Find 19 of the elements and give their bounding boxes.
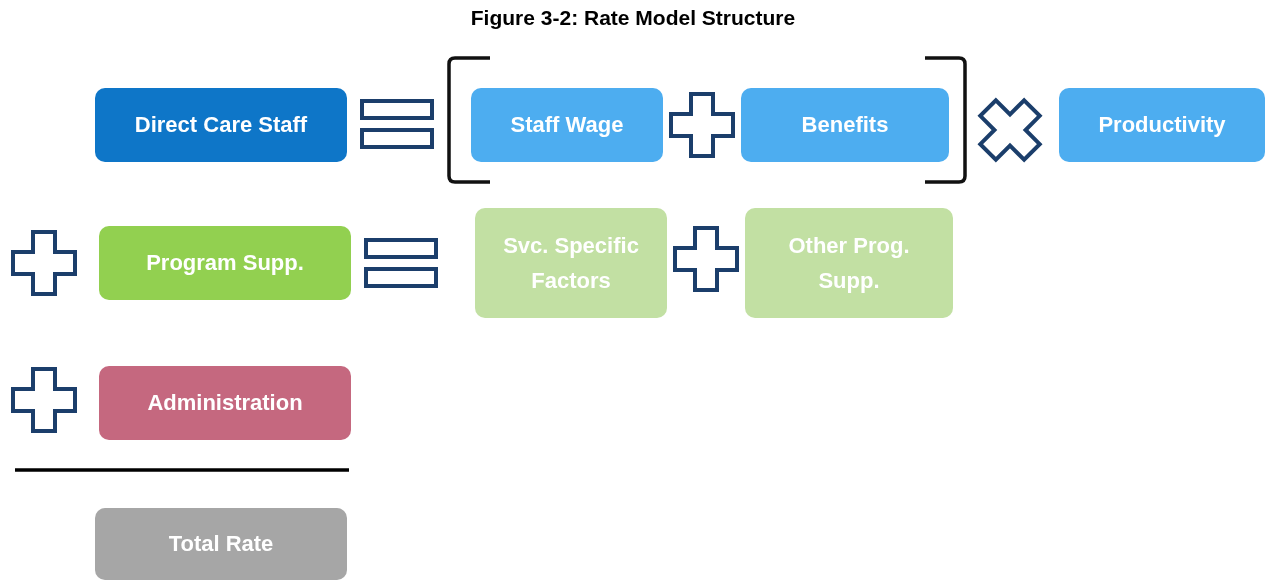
box-label: Administration bbox=[147, 389, 303, 418]
rate-component-box bbox=[471, 88, 663, 162]
box-label: Direct Care Staff bbox=[134, 111, 308, 140]
box-label: Program Supp. bbox=[146, 249, 304, 278]
rate-component-box bbox=[99, 366, 351, 440]
box-label: Productivity bbox=[1098, 111, 1226, 140]
box-label: Staff Wage bbox=[510, 111, 624, 140]
box-label: Svc. Specific Factors bbox=[502, 231, 640, 295]
rate-component-box bbox=[1059, 88, 1265, 162]
box-label: Benefits bbox=[801, 111, 889, 140]
rate-component-box bbox=[741, 88, 949, 162]
rate-component-box bbox=[99, 226, 351, 300]
rate-component-box bbox=[95, 88, 347, 162]
rate-component-box bbox=[475, 208, 667, 318]
box-label: Other Prog. Supp. bbox=[787, 231, 911, 295]
rate-component-box bbox=[95, 508, 347, 580]
box-label: Total Rate bbox=[168, 530, 274, 559]
rate-component-box bbox=[745, 208, 953, 318]
figure-title: Figure 3-2: Rate Model Structure bbox=[469, 6, 797, 30]
